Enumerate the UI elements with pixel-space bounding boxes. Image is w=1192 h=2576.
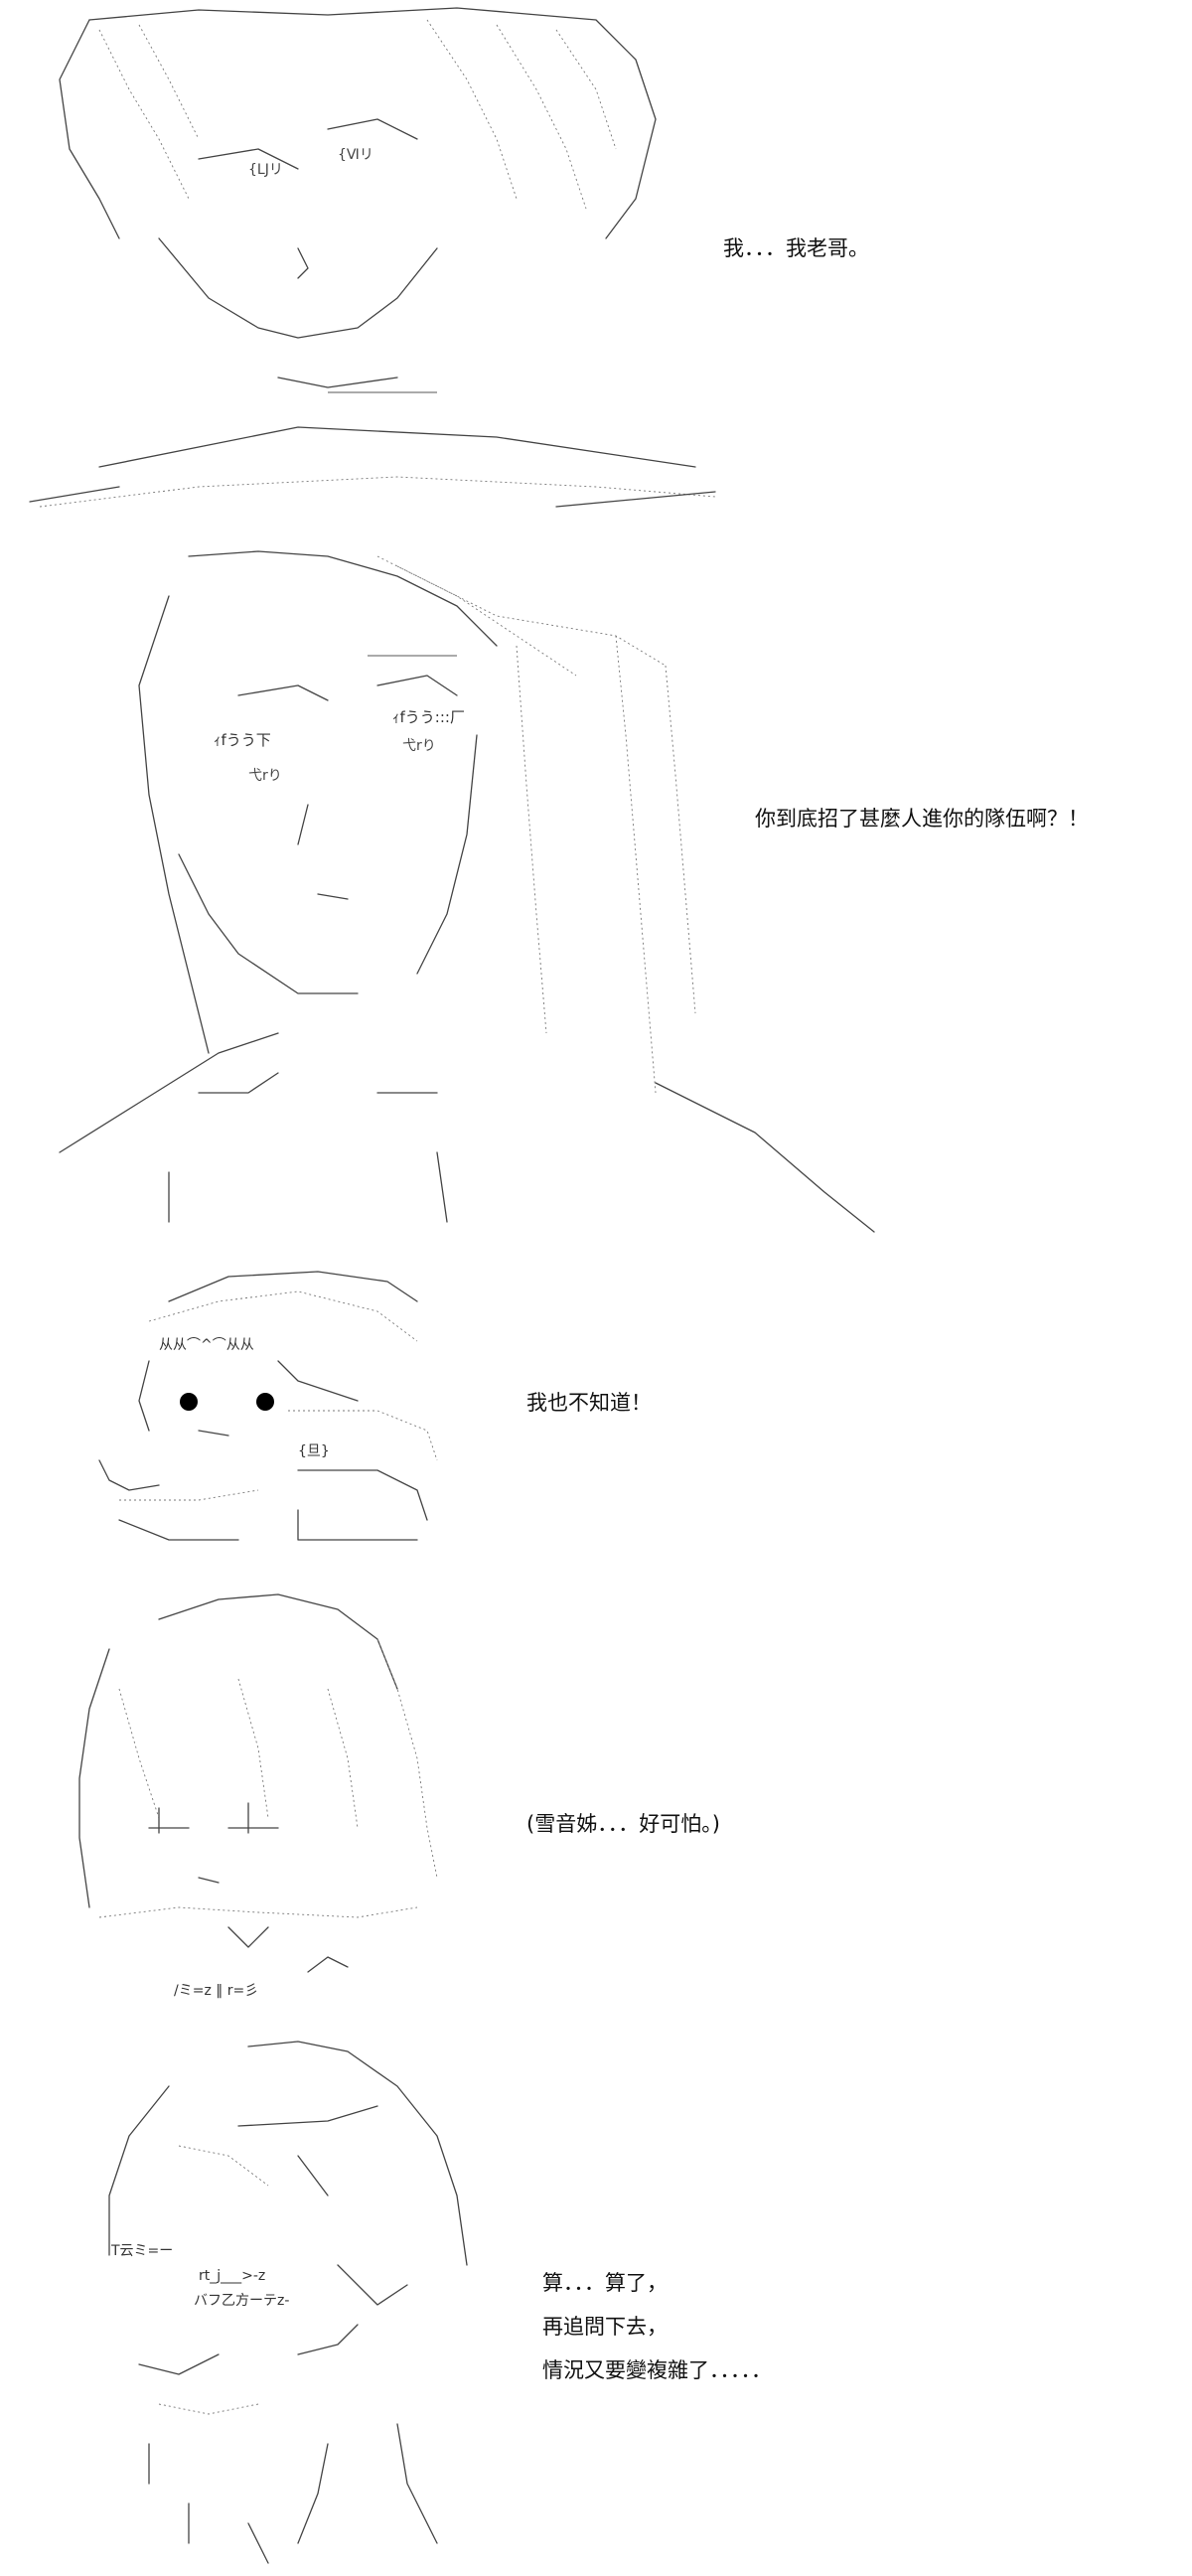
panel-1-art: {LJリ {Ⅵリ: [29, 7, 716, 508]
panel-3-art: 从从⌒^⌒从从 {旦}: [98, 1271, 438, 1541]
eye-left-icon: [180, 1393, 198, 1411]
svg-text:{LJリ: {LJリ: [248, 162, 283, 178]
panel-1-dialogue: 我．．．我老哥。: [723, 227, 869, 270]
p5-mouth: rt_j___>-z: [199, 2268, 265, 2284]
p3-hair: 从从⌒^⌒从从: [159, 1337, 254, 1353]
p5-mark: バフ乙方ーテz-: [194, 2293, 289, 2309]
p2-eye-left: ｨfうう下: [214, 731, 271, 749]
panel-5: T云ミ=ー rt_j___>-z バフ乙方ーテz- 算．．．算了， 再追問下去，…: [0, 2027, 1192, 2576]
panel-2-line-1: 你到底招了甚麼人進你的隊伍啊？！: [755, 807, 1089, 831]
panel-2-art: ｨfうう下 ｨfうう:::厂 弋rり 弋rり: [59, 550, 875, 1233]
panel-4-line-1: (雪音姊．．．好可怕。): [526, 1812, 720, 1836]
panel-5-line-1: 算．．．算了，: [542, 2271, 668, 2295]
p2-mark-right: 弋rり: [402, 738, 436, 754]
p2-eye-right: ｨfうう:::厂: [392, 708, 465, 726]
p4-bottom: /ミ=z ‖ r=彡: [174, 1983, 258, 1999]
panel-5-line-2: 再追問下去，: [542, 2315, 668, 2339]
panel-3-dialogue: 我也不知道！: [526, 1381, 652, 1425]
panel-5-art: T云ミ=ー rt_j___>-z バフ乙方ーテz-: [108, 2041, 468, 2564]
eye-right-icon: [256, 1393, 274, 1411]
p5-face: T云ミ=ー: [110, 2243, 173, 2259]
panel-1-line-1: 我．．．我老哥。: [723, 236, 869, 260]
panel-4-art: /ミ=z ‖ r=彡: [78, 1593, 438, 1999]
panel-4: /ミ=z ‖ r=彡 (雪音姊．．．好可怕。): [0, 1580, 1192, 2007]
panel-2: ｨfうう下 ｨfうう:::厂 弋rり 弋rり 你到底招了甚麼人進你的隊伍啊？！: [0, 536, 1192, 1233]
p3-mouth: {旦}: [298, 1443, 330, 1459]
panel-3-line-1: 我也不知道！: [526, 1391, 652, 1415]
panel-4-dialogue: (雪音姊．．．好可怕。): [526, 1802, 720, 1846]
panel-5-line-3: 情況又要變複雜了．．．．．: [542, 2358, 772, 2382]
panel-2-dialogue: 你到底招了甚麼人進你的隊伍啊？！: [755, 797, 1089, 840]
panel-5-dialogue: 算．．．算了， 再追問下去， 情況又要變複雜了．．．．．: [542, 2261, 772, 2392]
svg-text:{Ⅵリ: {Ⅵリ: [338, 147, 373, 163]
panel-3: 从从⌒^⌒从从 {旦} 我也不知道！: [0, 1262, 1192, 1560]
panel-1: {LJリ {Ⅵリ 我．．．我老哥。: [0, 0, 1192, 517]
p2-mark-left: 弋rり: [248, 768, 282, 784]
